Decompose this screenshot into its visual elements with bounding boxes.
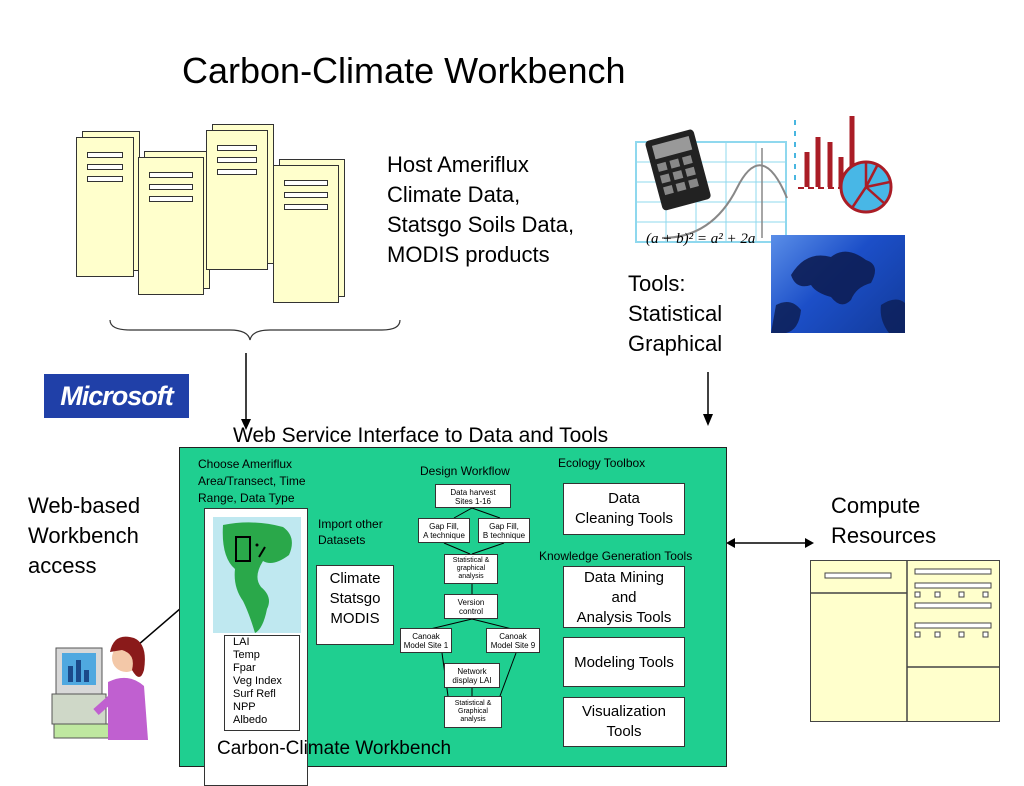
calculator-graph-icon bbox=[635, 129, 788, 243]
compute-resources-icon bbox=[810, 560, 1000, 722]
user-computer-icon bbox=[51, 600, 188, 740]
server-icon bbox=[273, 165, 339, 303]
double-arrow bbox=[726, 538, 814, 548]
server-icon bbox=[138, 157, 204, 295]
panel-footer-title: Carbon-Climate Workbench bbox=[217, 738, 452, 759]
map-image bbox=[213, 517, 301, 633]
web-service-label: Web Service Interface to Data and Tools bbox=[233, 424, 609, 447]
modeling-tools-box[interactable]: Modeling Tools bbox=[563, 637, 685, 687]
chart-icon bbox=[794, 116, 893, 214]
workflow-gap-fill-a[interactable]: Gap Fill,A technique bbox=[418, 518, 470, 543]
workflow-gap-fill-b[interactable]: Gap Fill,B technique bbox=[478, 518, 530, 543]
map-selector[interactable] bbox=[204, 508, 308, 786]
microsoft-logo: Microsoft bbox=[44, 374, 189, 418]
formula-text: (a + b)² = a² + 2a bbox=[646, 231, 756, 247]
tools-arrow bbox=[703, 372, 713, 426]
server-icon bbox=[76, 137, 134, 277]
knowledge-tools-label: Knowledge Generation Tools bbox=[539, 549, 693, 563]
ecology-toolbox-label: Ecology Toolbox bbox=[558, 456, 646, 470]
design-workflow-label: Design Workflow bbox=[420, 464, 510, 478]
page-title: Carbon-Climate Workbench bbox=[182, 50, 626, 91]
brace-connector bbox=[109, 319, 401, 430]
server-icon bbox=[206, 130, 268, 270]
globe-image bbox=[771, 235, 905, 333]
